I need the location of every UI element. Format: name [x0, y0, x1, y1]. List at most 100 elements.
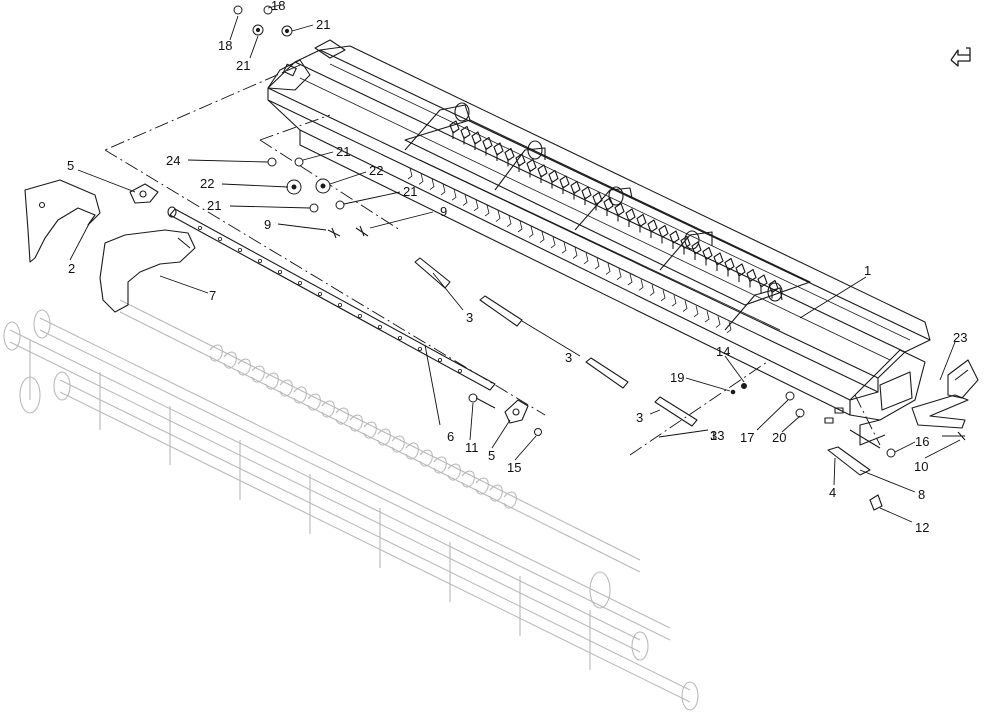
beam-hook: [495, 210, 501, 222]
beam-hook: [517, 220, 523, 233]
callout-labels: 18 18 21 21 24 21 22 22 21 21 9 9 5 2 7 …: [67, 0, 967, 535]
ghost-tine: [279, 379, 293, 397]
beam-hook: [660, 289, 666, 302]
callout-24: 24: [166, 153, 180, 168]
callout-19: 19: [670, 370, 684, 385]
ghost-tine: [503, 491, 517, 509]
ghost-tine: [405, 442, 419, 460]
return-arrow-icon[interactable]: [944, 44, 974, 68]
beam-tooth: [691, 241, 702, 260]
beam-hook: [418, 173, 424, 185]
beam-tooth: [537, 164, 548, 183]
beam-tooth: [625, 208, 636, 227]
bar-hole: [197, 225, 202, 230]
beam-tooth: [702, 246, 713, 266]
beam-tooth: [504, 147, 515, 167]
beam-tooth: [570, 180, 581, 200]
callout-21: 21: [236, 58, 250, 73]
beam-hook: [572, 247, 578, 259]
callout-15: 15: [507, 460, 521, 475]
callout-8: 8: [918, 487, 925, 502]
plate-part-5-left: [129, 183, 159, 204]
bar-hole: [417, 346, 422, 351]
bar-hole: [397, 335, 402, 340]
beam-tooth: [713, 252, 724, 271]
beam-tooth: [482, 136, 493, 156]
beam-hook: [440, 183, 446, 196]
beam-hook: [704, 311, 710, 323]
callout-3: 3: [466, 310, 473, 325]
beam-hook: [429, 178, 435, 190]
beam-hook: [473, 199, 479, 212]
callout-3: 3: [565, 350, 572, 365]
callout-9: 9: [440, 204, 447, 219]
callout-20: 20: [772, 430, 786, 445]
beam-tooth: [647, 219, 658, 238]
bar-hole: [457, 368, 462, 373]
beam-tooth: [680, 235, 691, 255]
ghost-tine: [321, 400, 335, 418]
callout-18: 18: [218, 38, 232, 53]
callout-21: 21: [316, 17, 330, 32]
ghost-reel-assembly: [3, 299, 699, 711]
beam-tooth: [526, 158, 537, 178]
beam-hook: [462, 194, 468, 206]
ghost-tine: [475, 477, 489, 495]
callout-22: 22: [369, 163, 383, 178]
beam-tooth: [768, 279, 779, 299]
beam-hook: [726, 321, 732, 334]
bar-hole: [317, 291, 322, 296]
shield-part-7: [99, 229, 196, 313]
bar-hole: [237, 247, 242, 252]
callout-18: 18: [271, 0, 285, 13]
beam-hook: [528, 226, 534, 238]
callout-21: 21: [207, 198, 221, 213]
bracket-part-23: [911, 359, 979, 429]
callout-2: 2: [68, 261, 75, 276]
beam-tooth: [460, 125, 471, 145]
bar-hole: [377, 324, 382, 329]
beam-hook: [550, 236, 556, 249]
callout-5: 5: [67, 158, 74, 173]
ghost-tine: [433, 456, 447, 474]
callout-21: 21: [336, 144, 350, 159]
ghost-tine: [489, 484, 503, 502]
callout-6: 6: [447, 429, 454, 444]
beam-tooth: [471, 131, 482, 150]
callout-11: 11: [465, 440, 479, 455]
hardware-mid-cluster: [267, 157, 369, 239]
bar-hole: [217, 236, 222, 241]
beam-tooth: [449, 120, 460, 139]
beam-hook: [616, 268, 622, 281]
ghost-tine: [265, 372, 279, 390]
leader-lines: [69, 4, 961, 523]
hardware-top-cluster: [233, 5, 293, 37]
beam-tooth: [746, 268, 757, 288]
callout-9: 9: [264, 217, 271, 232]
beam-tooth: [559, 175, 570, 194]
callout-17: 17: [740, 430, 754, 445]
beam-hook: [407, 167, 413, 180]
ghost-tine: [349, 414, 363, 432]
beam-tooth: [603, 197, 614, 216]
beam-hook: [451, 189, 457, 201]
beam-hook: [594, 258, 600, 270]
callout-21: 21: [403, 184, 417, 199]
beam-tooth: [548, 169, 559, 189]
bar-hole: [337, 302, 342, 307]
hardware-bottom-cluster: [468, 383, 966, 511]
beam-hook: [539, 231, 545, 243]
ghost-tine: [377, 428, 391, 446]
beam-hook: [715, 316, 721, 328]
ghost-tine: [363, 421, 377, 439]
callout-3: 3: [710, 428, 717, 443]
callout-13: 13: [710, 428, 724, 443]
ghost-tine: [223, 351, 237, 369]
beam-hook: [627, 273, 633, 286]
main-beam-part-1: [267, 39, 931, 446]
ghost-tine: [209, 344, 223, 362]
callout-12: 12: [915, 520, 929, 535]
plate-part-5-right: [504, 399, 529, 424]
bar-hole: [297, 280, 302, 285]
ghost-tine: [237, 358, 251, 376]
